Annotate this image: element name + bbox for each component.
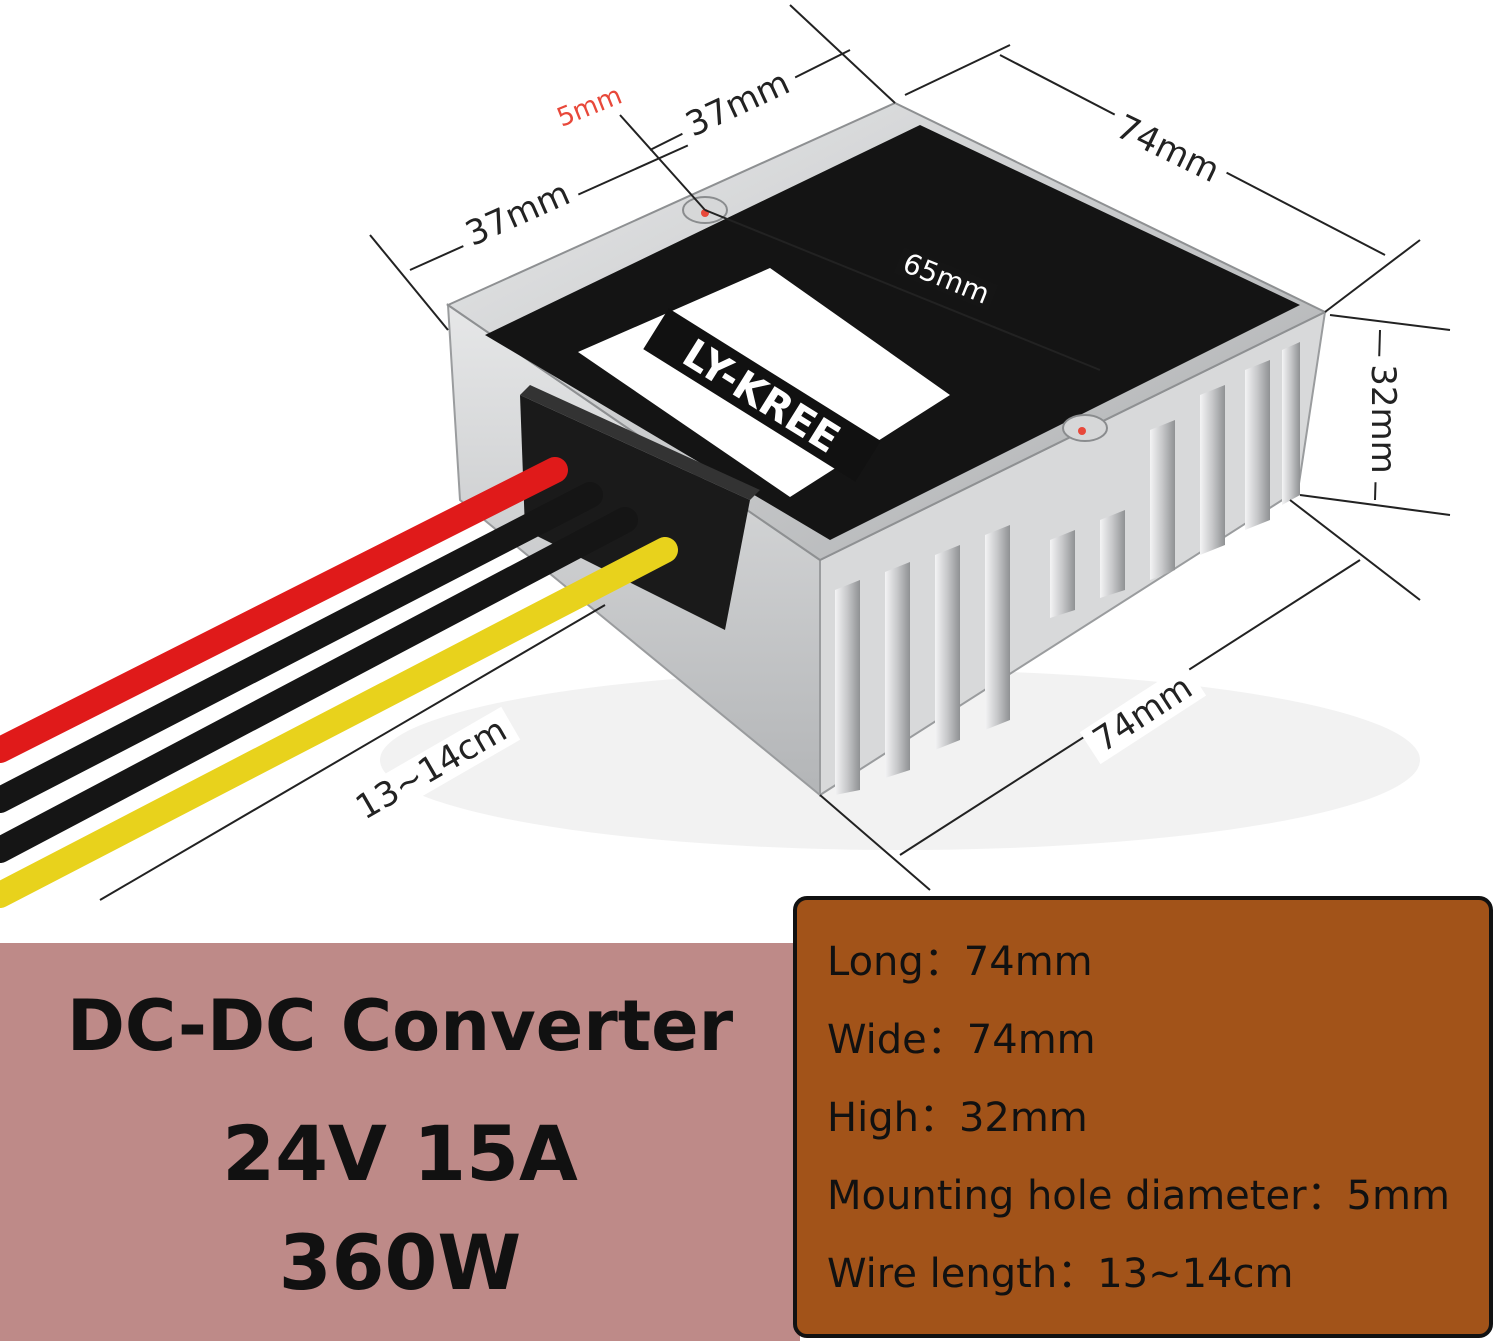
product-power: 360W <box>278 1218 522 1307</box>
spec-value: 5mm <box>1346 1173 1450 1219</box>
spec-row-hole: Mounting hole diameter：5mm <box>827 1176 1450 1216</box>
spec-label: High： <box>827 1095 959 1141</box>
spec-row-high: High：32mm <box>827 1098 1088 1138</box>
spec-value: 13~14cm <box>1097 1251 1294 1297</box>
wire-yellow <box>0 537 678 908</box>
mounting-holes <box>682 196 1108 442</box>
product-rating: 24V 15A <box>222 1109 578 1198</box>
spec-row-long: Long：74mm <box>827 942 1093 982</box>
wire-black-2 <box>0 507 638 863</box>
spec-label: Wire length： <box>827 1251 1098 1297</box>
spec-value: 74mm <box>963 939 1093 985</box>
spec-value: 32mm <box>958 1095 1088 1141</box>
wire-black-1 <box>0 482 603 813</box>
spec-label: Mounting hole diameter： <box>827 1173 1347 1219</box>
spec-panel: Long：74mm Wide：74mm High：32mm Mounting h… <box>793 896 1493 1338</box>
spec-label: Long： <box>827 939 964 985</box>
spec-value: 74mm <box>966 1017 1096 1063</box>
product-title: DC-DC Converter <box>66 985 734 1067</box>
top-plate <box>485 125 1300 540</box>
spec-label: Wide： <box>827 1017 967 1063</box>
product-title-panel: DC-DC Converter 24V 15A 360W <box>0 943 800 1341</box>
wires <box>0 457 678 908</box>
spec-row-wide: Wide：74mm <box>827 1020 1096 1060</box>
dim-height: 32mm <box>1363 356 1403 482</box>
heatsink-fins <box>835 342 1300 795</box>
wire-red <box>0 457 568 763</box>
spec-row-wire: Wire length：13~14cm <box>827 1254 1293 1294</box>
